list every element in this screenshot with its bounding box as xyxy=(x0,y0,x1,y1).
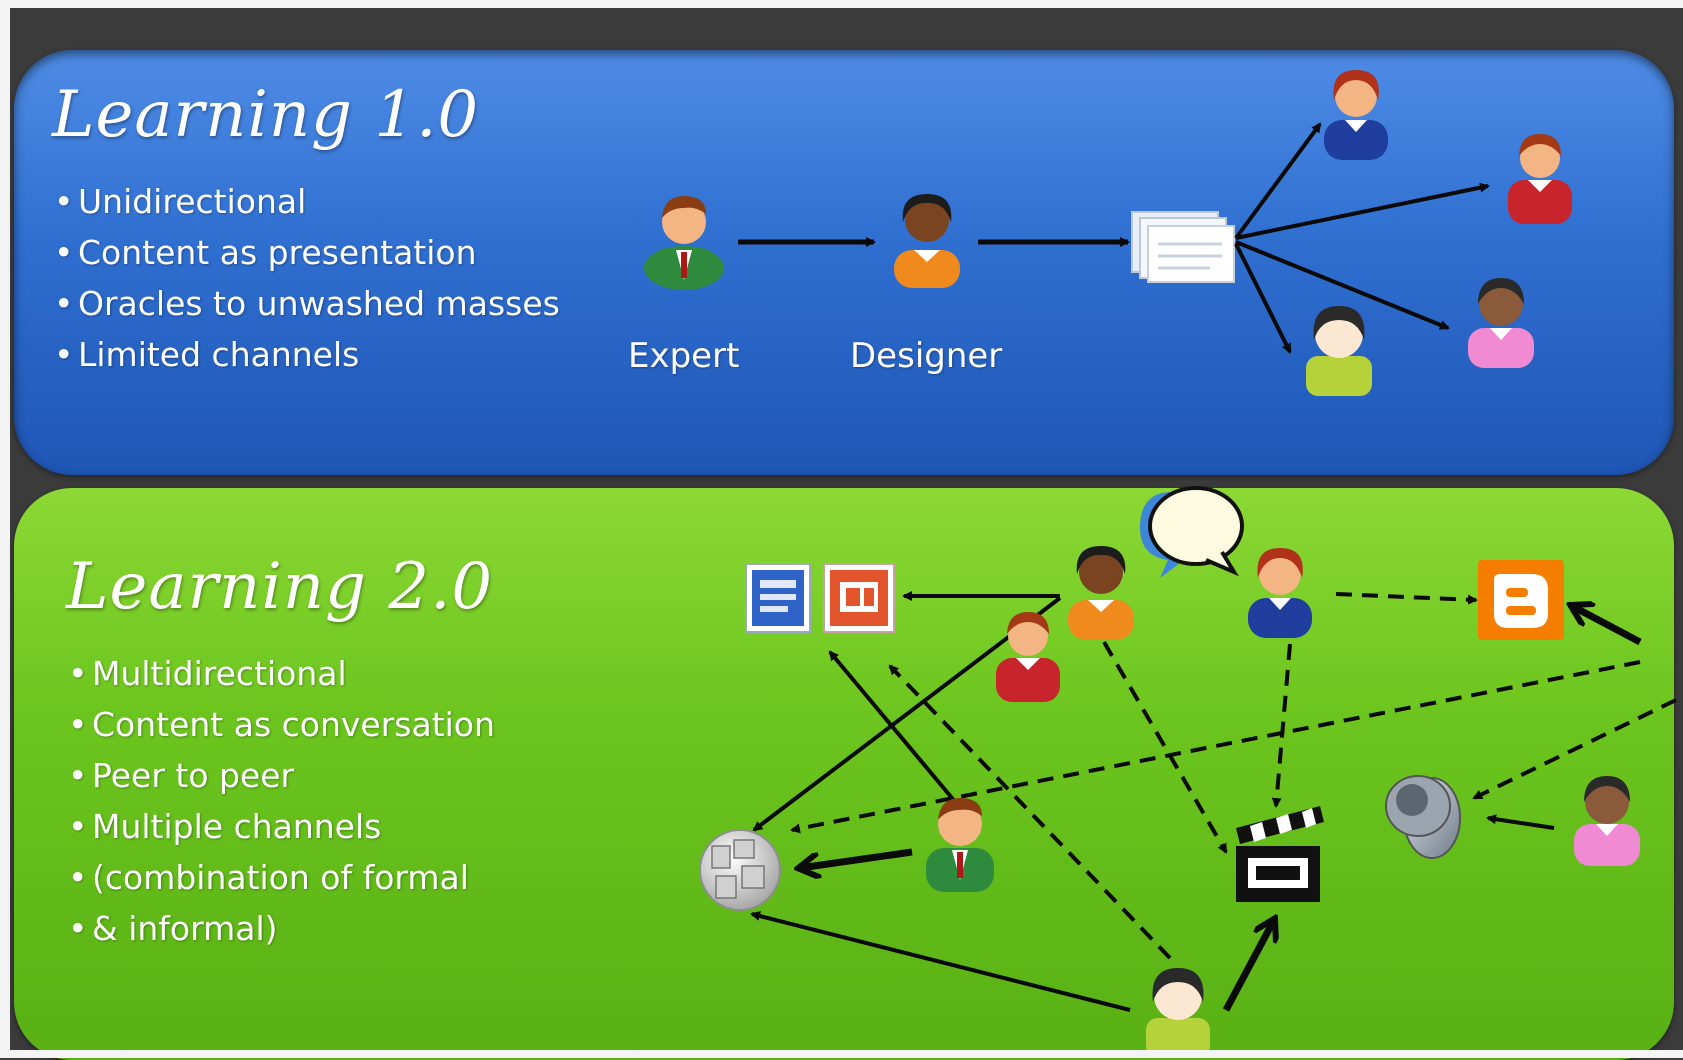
bold-arrow xyxy=(1222,920,1274,1012)
bullet-continuation: (combination of formal xyxy=(68,852,495,903)
speaker-icon xyxy=(1385,775,1461,859)
learning-2-title: Learning 2.0 xyxy=(66,550,494,624)
bullet-item: Peer to peer xyxy=(68,750,495,801)
dashed-arrow xyxy=(1102,640,1228,854)
dashed-arrow xyxy=(1271,643,1292,808)
learner-green-person-icon xyxy=(1146,968,1210,1058)
bullet-item: Content as presentation xyxy=(54,227,560,278)
powerpoint-icon xyxy=(823,563,895,633)
learning-2-bullets: Multidirectional Content as conversation… xyxy=(68,648,495,954)
learning-1-bullets: Unidirectional Content as presentation O… xyxy=(54,176,560,380)
designer-person-icon xyxy=(894,194,960,288)
bullet-item: Limited channels xyxy=(54,329,560,380)
expert-person-icon xyxy=(926,798,994,892)
content-arrow xyxy=(1235,240,1450,330)
bullet-item: Content as conversation xyxy=(68,699,495,750)
learner-blue-person-icon xyxy=(1324,70,1388,160)
expert-person-icon xyxy=(644,196,724,290)
frame-top xyxy=(0,0,1683,8)
bullet-item: Unidirectional xyxy=(54,176,560,227)
wikipedia-icon xyxy=(699,829,781,911)
bold-arrow xyxy=(800,848,913,868)
content-arrow xyxy=(1234,243,1292,354)
bullet-item: Multiple channels xyxy=(68,801,495,852)
document-icon xyxy=(1131,211,1235,283)
word-icon xyxy=(745,563,811,633)
bullet-item: Oracles to unwashed masses xyxy=(54,278,560,329)
video-clapper-icon xyxy=(1236,806,1324,902)
dashed-arrow xyxy=(1335,592,1478,605)
learner-pink-person-icon xyxy=(1574,776,1640,866)
designer-person-icon xyxy=(1068,546,1134,640)
solid-arrow xyxy=(1486,814,1555,830)
speech-bubble-icon xyxy=(1140,486,1244,578)
solid-arrow xyxy=(828,650,964,812)
learning-1-title: Learning 1.0 xyxy=(52,78,480,152)
content-arrow xyxy=(1234,122,1322,240)
bullet-continuation: & informal) xyxy=(68,903,495,954)
bullet-item: Multidirectional xyxy=(68,648,495,699)
content-arrow xyxy=(1235,182,1490,240)
dashed-arrow xyxy=(790,660,1641,834)
learner-green-person-icon xyxy=(1306,306,1372,396)
learner-pink-person-icon xyxy=(1468,278,1534,368)
dashed-arrow xyxy=(888,664,1172,960)
bold-arrow xyxy=(1572,606,1642,646)
learner-blue-person-icon xyxy=(1248,548,1312,638)
blogger-icon xyxy=(1478,560,1564,640)
learner-red-person-icon xyxy=(1508,134,1572,224)
designer-label: Designer xyxy=(850,336,1003,376)
learner-red-person-icon xyxy=(996,612,1060,702)
dashed-arrow xyxy=(1472,698,1677,800)
solid-arrow xyxy=(750,911,1131,1012)
frame-left xyxy=(0,0,10,1058)
frame-bottom xyxy=(0,1050,1683,1058)
expert-label: Expert xyxy=(628,336,740,376)
